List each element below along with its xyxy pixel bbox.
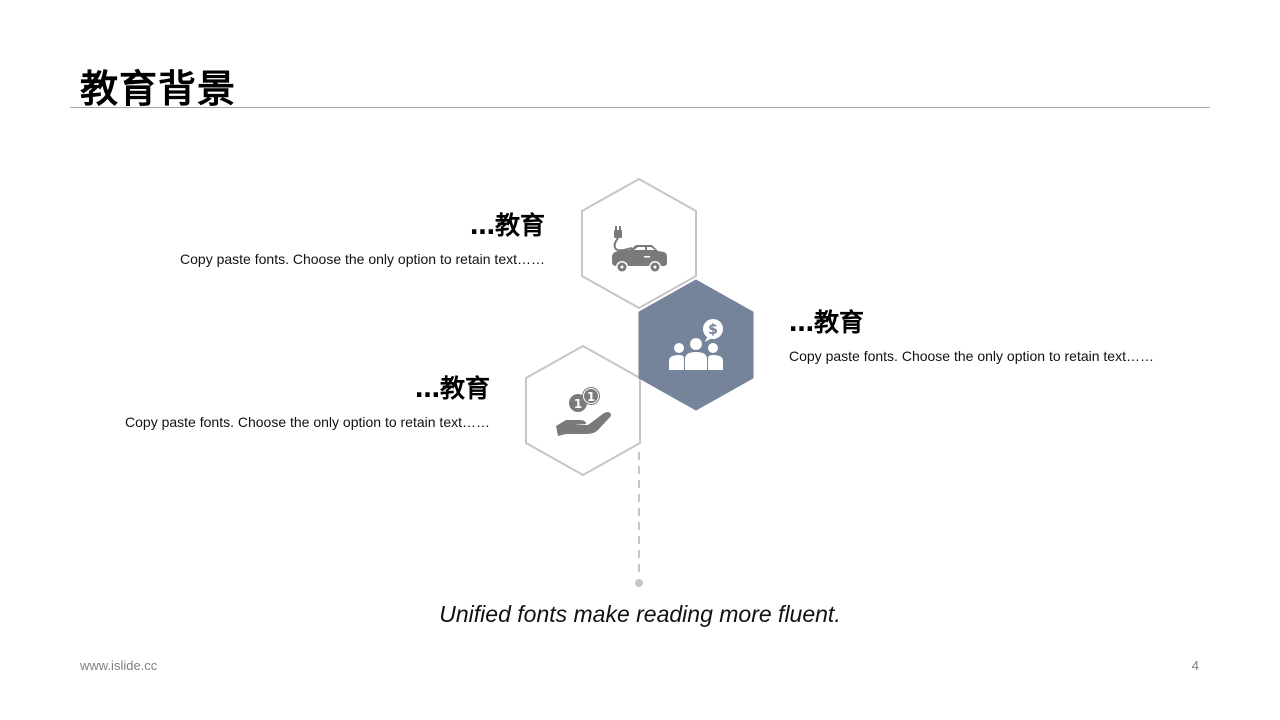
svg-text:$: $	[708, 322, 718, 338]
page-title: 教育背景	[80, 67, 237, 111]
hexagon-bottom-left	[525, 344, 641, 477]
hand-coins-icon: 1 1	[556, 387, 611, 436]
svg-text:1: 1	[587, 390, 595, 404]
people-dollar-icon: $	[669, 319, 723, 370]
page-number: 4	[1191, 658, 1199, 673]
item-2-heading: …教育	[789, 308, 865, 337]
electric-car-icon	[612, 226, 667, 273]
item-2-description: Copy paste fonts. Choose the only option…	[789, 348, 1154, 364]
item-3-heading: …教育	[414, 374, 490, 403]
caption: Unified fonts make reading more fluent.	[439, 601, 841, 627]
item-3-description: Copy paste fonts. Choose the only option…	[125, 414, 490, 430]
item-1-description: Copy paste fonts. Choose the only option…	[180, 251, 545, 267]
svg-text:1: 1	[574, 397, 582, 411]
item-1-heading: …教育	[469, 211, 545, 240]
connector-dot	[635, 579, 643, 587]
hexagon-top	[581, 177, 697, 310]
footer-url: www.islide.cc	[80, 658, 158, 673]
title-divider	[70, 107, 1210, 108]
